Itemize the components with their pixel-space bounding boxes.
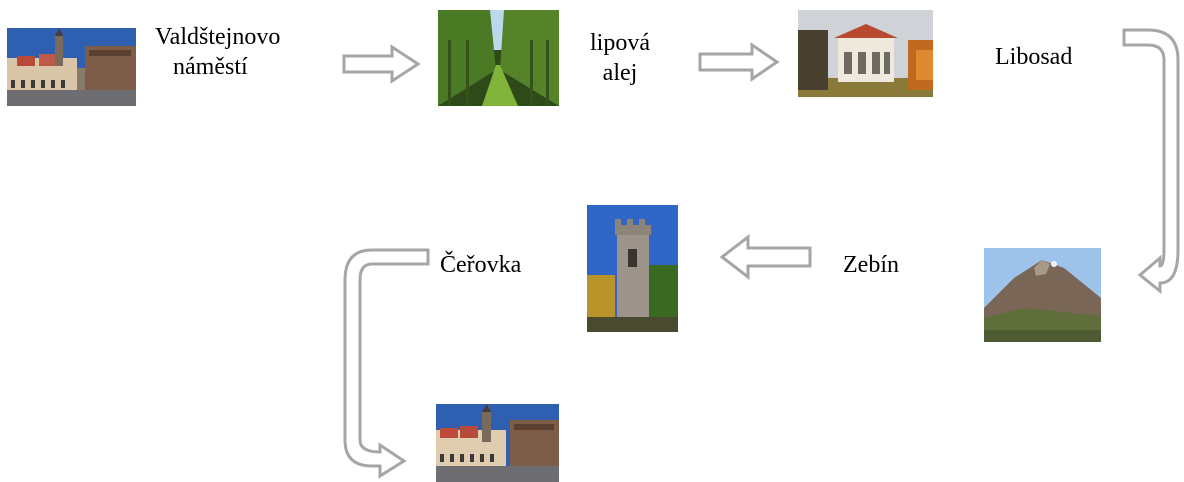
curved-arrow-down-icon bbox=[343, 248, 430, 479]
arrow-right-icon bbox=[342, 44, 421, 84]
stop-label-zebin: Zebín bbox=[843, 252, 899, 278]
curved-arrow-down-icon bbox=[1122, 28, 1180, 295]
stop-label-libosad: Libosad bbox=[995, 44, 1073, 70]
loggia-pavilion-photo bbox=[798, 10, 933, 97]
linden-avenue-photo bbox=[438, 10, 559, 106]
stop-label-cerovka: Čeřovka bbox=[440, 252, 522, 278]
stop-label-valdstejnovo: Valdštejnovo náměstí bbox=[155, 22, 325, 82]
stop-label-valdstejnovo-line1: Valdštejnovo bbox=[155, 24, 281, 50]
arrow-left-icon bbox=[719, 233, 812, 281]
stop-label-valdstejnovo-line2: náměstí bbox=[173, 54, 248, 80]
stop-label-lipova-line2: alej bbox=[602, 60, 638, 86]
cerovka-tower-photo bbox=[587, 205, 678, 332]
town-square-photo bbox=[7, 28, 136, 106]
stop-label-lipova: lipová alej bbox=[580, 28, 660, 88]
stop-label-lipova-line1: lipová bbox=[590, 30, 650, 56]
zebin-hill-photo bbox=[984, 248, 1101, 342]
town-square-return-photo bbox=[436, 404, 559, 482]
arrow-right-icon bbox=[698, 42, 780, 82]
